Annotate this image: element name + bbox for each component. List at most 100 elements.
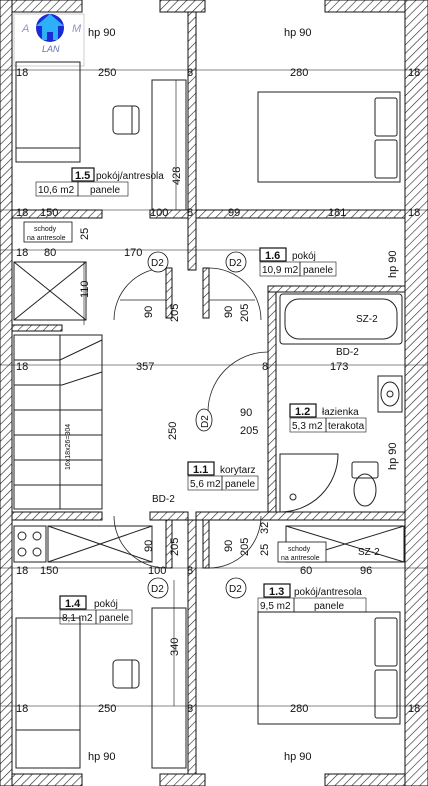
room-floor: panele — [90, 185, 120, 196]
stairs-label-line2: na antresole — [281, 555, 320, 562]
dim-text: 90 — [240, 407, 252, 419]
room-area: 5,3 m2 — [292, 421, 323, 432]
dim-text: 170 — [124, 247, 142, 259]
dim-text: 250 — [167, 422, 179, 440]
room-name: łazienka — [322, 407, 359, 418]
dim-text: 18 — [16, 565, 28, 577]
dim-text: 181 — [328, 207, 346, 219]
dim-text: 18 — [16, 361, 28, 373]
room-labels: 1.5 pokój/antresola 10,6 m2 panele 1.6 p… — [35, 167, 367, 625]
room-name: pokój/antresola — [294, 587, 362, 598]
room-name: korytarz — [220, 465, 256, 476]
toilet — [351, 461, 379, 507]
room-number: 1.5 — [75, 170, 90, 182]
exterior-wall-bottom-right — [324, 773, 406, 786]
room-number: 1.6 — [265, 250, 280, 262]
dim-text: 150 — [40, 565, 58, 577]
door-tag-d2-upper-right: D2 — [225, 251, 247, 273]
logo-letters-right: M — [72, 23, 82, 35]
dim-text: 8 — [187, 67, 193, 79]
dim-text: 205 — [239, 304, 251, 322]
partition-bath-left — [267, 285, 277, 513]
dim-text: 205 — [169, 304, 181, 322]
room-area: 8,1 m2 — [62, 613, 93, 624]
room-area: 10,6 m2 — [38, 185, 75, 196]
dim-text: 60 — [300, 565, 312, 577]
partition-door-jamb-1 — [165, 267, 173, 319]
stair-spec: 16x18x26=304 — [65, 424, 72, 470]
dim-text: 18 — [16, 703, 28, 715]
wall-top-center — [159, 0, 206, 13]
door-tag-text: D2 — [151, 584, 164, 595]
dim-text: 18 — [16, 207, 28, 219]
dimension-lines — [0, 69, 428, 707]
sink — [377, 375, 403, 413]
headroom-bottom-left: hp 90 — [88, 751, 116, 763]
wall-bottom-center — [159, 773, 206, 786]
chair-room-1-5 — [112, 105, 140, 135]
room-number: 1.1 — [193, 464, 208, 476]
room-number: 1.4 — [65, 598, 81, 610]
room-floor: panele — [314, 601, 344, 612]
exterior-wall-top-right — [324, 0, 406, 13]
tag-sz-2-upper: SZ-2 — [356, 314, 378, 325]
dim-text: 205 — [239, 538, 251, 556]
headroom-side-bath: hp 90 — [387, 442, 399, 470]
room-area: 5,6 m2 — [190, 479, 221, 490]
door-tag-text: D2 — [229, 584, 242, 595]
partition-row-lower-mid — [149, 511, 189, 521]
bathtub — [279, 293, 403, 345]
dim-text: 250 — [98, 703, 116, 715]
door-tag-text: D2 — [229, 258, 242, 269]
room-label-1-6: 1.6 pokój 10,9 m2 panele — [259, 247, 337, 277]
bed-room-1-3 — [257, 611, 401, 725]
room-name: pokój — [292, 251, 316, 262]
door-tag-d2-bath: D2 — [195, 408, 213, 432]
dim-text: 25 — [79, 228, 91, 240]
tag-bd-2-lower: BD-2 — [152, 494, 175, 505]
dim-text: 90 — [143, 540, 155, 552]
room-area: 9,5 m2 — [260, 601, 291, 612]
headroom-bottom-right: hp 90 — [284, 751, 312, 763]
headroom-top-right: hp 90 — [284, 27, 312, 39]
door-tag-d2-lower-right: D2 — [225, 577, 247, 599]
dim-text: 99 — [228, 207, 240, 219]
dim-text: 340 — [169, 638, 181, 656]
dim-text: 250 — [98, 67, 116, 79]
dim-text: 150 — [40, 207, 58, 219]
dim-text: 8 — [187, 565, 193, 577]
bed-room-1-6 — [257, 91, 401, 183]
room-number: 1.3 — [269, 586, 284, 598]
room-label-1-2: 1.2 łazienka 5,3 m2 terakota — [289, 403, 367, 433]
partition-center-lower — [187, 519, 197, 775]
dim-text: 80 — [44, 247, 56, 259]
staircase — [13, 334, 103, 510]
partition-row-lower-left — [11, 511, 103, 521]
dim-text: 110 — [79, 280, 91, 298]
dim-text: 90 — [223, 540, 235, 552]
dim-text: 280 — [290, 703, 308, 715]
room-floor: panele — [303, 265, 333, 276]
exterior-wall-bottom-left — [11, 773, 83, 786]
headroom-top-left: hp 90 — [88, 27, 116, 39]
dim-text: 18 — [16, 247, 28, 259]
stairs-label-line1: schody — [288, 546, 311, 553]
dim-text: 280 — [290, 67, 308, 79]
stairs-label-line1: schody — [34, 226, 57, 233]
dim-text: 357 — [136, 361, 154, 373]
door-tag-d2-upper-left: D2 — [147, 251, 169, 273]
partition-door-jamb-4 — [202, 519, 210, 569]
shower — [279, 453, 339, 513]
room-label-1-4: 1.4 pokój 8,1 m2 panele — [59, 595, 133, 625]
dim-text: 96 — [360, 565, 372, 577]
bed-room-1-5 — [15, 61, 81, 163]
door-tag-text: D2 — [151, 258, 164, 269]
headroom-labels: hp 90 hp 90 hp 90 hp 90 hp 90 hp 90 — [88, 27, 399, 763]
desk-room-1-5 — [151, 79, 187, 211]
dimension-text: 18 250 8 280 18 428 18 150 100 8 99 181 … — [16, 67, 420, 715]
exterior-wall-top-left — [11, 0, 83, 13]
dim-text: 18 — [408, 67, 420, 79]
room-label-1-5: 1.5 pokój/antresola 10,6 m2 panele — [35, 167, 164, 197]
